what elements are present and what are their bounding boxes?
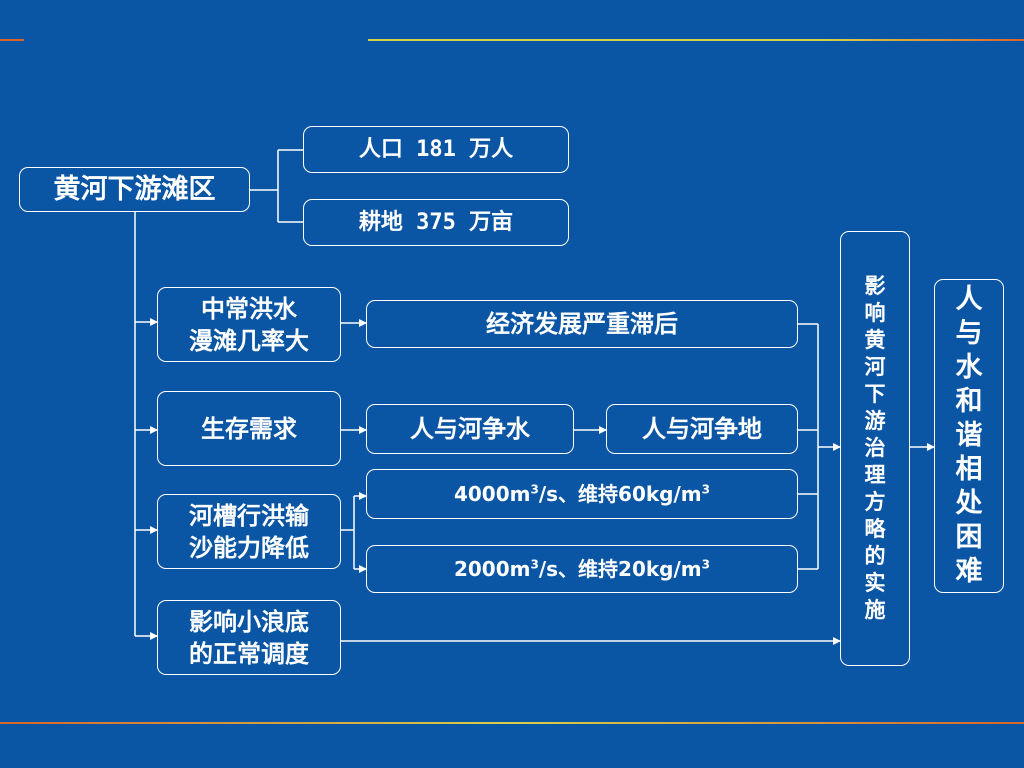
cause-xiaolangdi-node: 影响小浪底 的正常调度 — [157, 600, 341, 675]
impact-char: 河 — [864, 355, 886, 379]
result-char: 困 — [955, 522, 983, 553]
impact-char: 游 — [864, 409, 886, 433]
impact-char: 黄 — [864, 328, 886, 352]
result-char: 相 — [955, 454, 983, 485]
result-char: 难 — [955, 556, 983, 587]
impact-char: 响 — [864, 301, 886, 325]
impact-char: 理 — [864, 463, 886, 487]
impact-char: 下 — [864, 382, 886, 406]
result-char: 处 — [955, 488, 983, 519]
impact-char: 的 — [864, 544, 886, 568]
effect-water-node: 人与河争水 — [366, 404, 574, 454]
impact-char: 略 — [864, 517, 886, 541]
result-char: 与 — [955, 318, 983, 349]
cause-channel-node: 河槽行洪输 沙能力降低 — [157, 494, 341, 569]
result-node: 人与水和谐相处困难 — [934, 279, 1004, 593]
impact-char: 影 — [864, 274, 886, 298]
bottom-accent-line — [0, 722, 1024, 724]
impact-char: 治 — [864, 436, 886, 460]
effect-flow-4000-node: 4000m3/s、维持60kg/m3 — [366, 469, 798, 519]
result-char: 和 — [955, 386, 983, 417]
flow-2000-label: 2000m3/s、维持20kg/m3 — [453, 557, 711, 581]
effect-economy-node: 经济发展严重滞后 — [366, 300, 798, 348]
impact-char: 实 — [864, 571, 886, 595]
effect-flow-2000-node: 2000m3/s、维持20kg/m3 — [366, 545, 798, 593]
farmland-node: 耕地 375 万亩 — [303, 199, 569, 246]
result-char: 人 — [955, 284, 983, 315]
result-char: 水 — [955, 352, 983, 383]
population-node: 人口 181 万人 — [303, 126, 569, 173]
impact-char: 方 — [864, 490, 886, 514]
cause-flood-node: 中常洪水 漫滩几率大 — [157, 287, 341, 362]
effect-land-node: 人与河争地 — [606, 404, 798, 454]
flow-4000-label: 4000m3/s、维持60kg/m3 — [453, 482, 711, 506]
cause-survival-node: 生存需求 — [157, 391, 341, 466]
root-node: 黄河下游滩区 — [19, 167, 250, 212]
result-char: 谐 — [955, 420, 983, 451]
top-right-accent-line — [368, 39, 1024, 41]
top-left-accent-line — [0, 39, 24, 41]
impact-char: 施 — [864, 598, 886, 622]
impact-node: 影响黄河下游治理方略的实施 — [840, 231, 910, 666]
